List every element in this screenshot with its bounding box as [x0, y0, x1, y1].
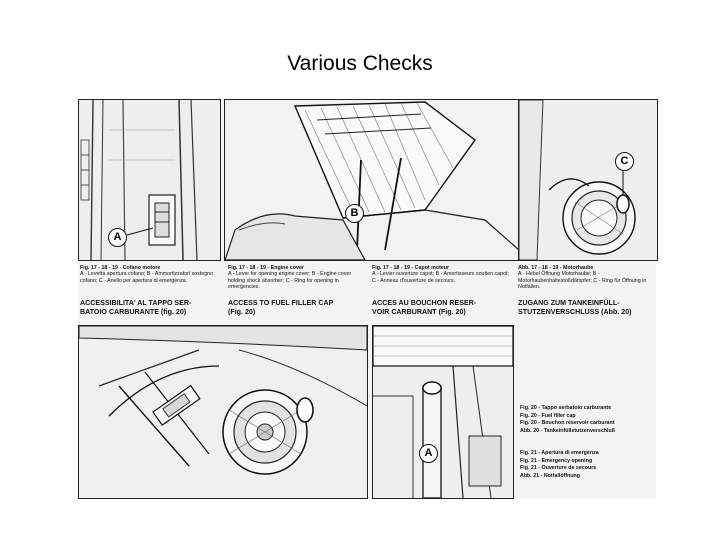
callout-b: B [345, 204, 364, 223]
figure-list-item: Abb. 20 - Tankeinfüllstutzenverschluß [520, 428, 615, 435]
caption-de-body: A - Hebel Öffnung Motorhaube; B - Motorh… [518, 271, 647, 290]
caption-fr-body: A - Levier ouverture capot; B - Amortiss… [372, 271, 509, 284]
caption-de-title: Abb. 17 - 18 - 19 - Motorhaube [518, 265, 594, 271]
fuel-cap-illustration [79, 326, 367, 498]
caption-it-body: A - Levetta apertura cofano; B - Ammorti… [80, 271, 214, 284]
section-heading-de: ZUGANG ZUM TANKEINFÜLL- STUTZENVERSCHLUS… [518, 299, 656, 317]
section-heading-en: ACCESS TO FUEL FILLER CAP (Fig. 20) [228, 299, 368, 317]
caption-it-title: Fig. 17 - 18 - 19 - Cofano motore [80, 265, 161, 271]
caption-en-title: Fig. 17 - 18 - 19 - Engine cover [228, 265, 304, 271]
caption-en: Fig. 17 - 18 - 19 - Engine cover A - Lev… [228, 265, 366, 290]
section-heading-it: ACCESSIBILITA' AL TAPPO SER- BATOIO CARB… [80, 299, 220, 317]
caption-fr: Fig. 17 - 18 - 19 - Capot moteur A - Lev… [372, 265, 512, 284]
section-heading-en-line1: ACCESS TO FUEL FILLER CAP [228, 299, 334, 307]
figure-list-item: Fig. 20 - Bouchon réservoir carburant [520, 420, 615, 427]
section-heading-en-line2: (Fig. 20) [228, 308, 256, 316]
slide-title: Various Checks [287, 52, 433, 75]
section-heading-it-line2: BATOIO CARBURANTE (fig. 20) [80, 308, 187, 316]
figure-list: Fig. 20 - Tappo serbatoio carburante Fig… [520, 405, 656, 481]
figure-engine-cover-lever: A [78, 99, 221, 261]
figure-list-item: Fig. 21 - Apertura di emergenza [520, 449, 599, 456]
figure-list-item: Fig. 20 - Tappo serbatoio carburante [520, 405, 612, 411]
emergency-ring-illustration [519, 100, 657, 260]
caption-fr-title: Fig. 17 - 18 - 19 - Capot moteur [372, 265, 450, 271]
emergency-opening-illustration [373, 326, 513, 498]
figure-list-item: Fig. 21 - Ouverture de secours [520, 465, 597, 472]
section-heading-fr-line1: ACCES AU BOUCHON RESER- [372, 299, 477, 307]
figure-engine-cover-open: B [224, 99, 520, 261]
figure-list-item: Fig. 21 - Emergency opening [520, 457, 593, 464]
caption-en-body: A - Lever for opening engine cover; B - … [228, 271, 352, 290]
figure-list-item: Fig. 20 - Fuel filler cap [520, 412, 576, 419]
caption-it: Fig. 17 - 18 - 19 - Cofano motore A - Le… [80, 265, 216, 284]
section-heading-it-line1: ACCESSIBILITA' AL TAPPO SER- [80, 299, 192, 307]
callout-a-emergency: A [419, 444, 438, 463]
figure-emergency-opening: A [372, 325, 514, 499]
section-heading-fr-line2: VOIR CARBURANT (Fig. 20) [372, 308, 466, 316]
engine-cover-illustration [225, 100, 519, 260]
figure-list-item: Abb. 21 - Notfallöffnung [520, 472, 581, 479]
callout-c: C [615, 152, 634, 171]
section-heading-fr: ACCES AU BOUCHON RESER- VOIR CARBURANT (… [372, 299, 512, 317]
caption-de: Abb. 17 - 18 - 19 - Motorhaube A - Hebel… [518, 265, 654, 290]
lever-illustration [79, 100, 220, 260]
figure-emergency-ring: C [518, 99, 658, 261]
section-heading-de-line2: STUTZENVERSCHLUSS (Abb. 20) [518, 308, 632, 316]
manual-page-scan: A B [78, 99, 658, 499]
callout-a: A [108, 228, 127, 247]
figure-fuel-filler-cap [78, 325, 368, 499]
section-heading-de-line1: ZUGANG ZUM TANKEINFÜLL- [518, 299, 620, 307]
